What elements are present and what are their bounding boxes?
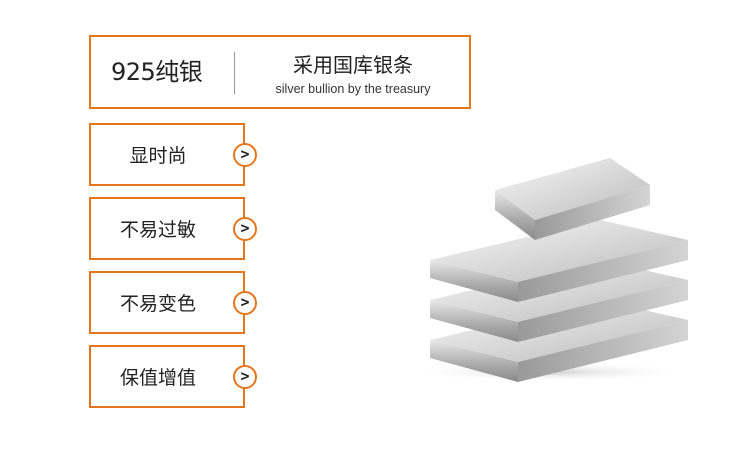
feature-tarnish-resistant[interactable]: 不易变色 >	[89, 271, 257, 334]
feature-fashion[interactable]: 显时尚 >	[89, 123, 257, 186]
chevron-right-icon[interactable]: >	[233, 364, 257, 389]
chevron-right-icon[interactable]: >	[233, 216, 257, 241]
header-subtitle-en: silver bullion by the treasury	[275, 82, 431, 96]
chevron-right-icon[interactable]: >	[233, 290, 257, 315]
feature-hypoallergenic[interactable]: 不易过敏 >	[89, 197, 257, 260]
header-title: 925纯银	[111, 58, 203, 86]
header-divider	[234, 52, 235, 94]
header-box: 925纯银 采用国库银条 silver bullion by the treas…	[89, 35, 471, 109]
silver-bars-image	[410, 158, 690, 382]
feature-label: 不易变色	[119, 293, 196, 315]
chevron-right-icon[interactable]: >	[233, 142, 257, 167]
header-subtitle-cn: 采用国库银条	[293, 53, 413, 77]
feature-value-retention[interactable]: 保值增值 >	[89, 345, 257, 408]
bar-upper	[430, 220, 688, 302]
feature-label: 显时尚	[129, 145, 187, 167]
bar-top	[495, 158, 650, 240]
feature-label: 不易过敏	[119, 219, 196, 241]
feature-label: 保值增值	[119, 367, 196, 389]
